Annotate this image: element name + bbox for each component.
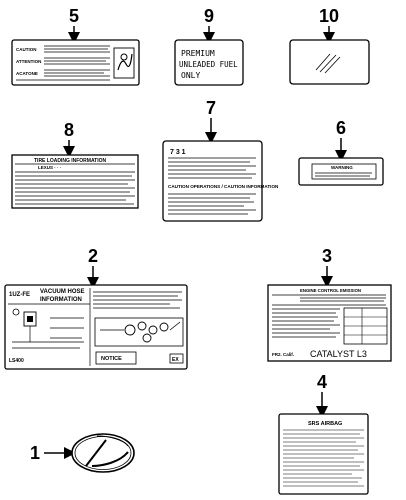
- p2-model-text: LS400: [9, 358, 24, 364]
- p5-attention-text: ATTENTION: [16, 59, 41, 64]
- part-4-airbag-label: 4 SRS AIRBAG: [278, 372, 369, 495]
- part-2-vacuum-hose-label: 2 1UZ-FE VACUUM HOSE INFORMATION: [4, 246, 188, 370]
- callout-8: 8: [64, 120, 74, 140]
- lexus-emblem-icon: [71, 433, 135, 473]
- p7-top-text: 7 3 1: [170, 149, 186, 156]
- callout-3: 3: [322, 246, 332, 266]
- callout-2: 2: [88, 246, 98, 266]
- p8-header-text: TIRE LOADING INFORMATION: [34, 158, 107, 164]
- p2-code-text: 1UZ-FE: [9, 292, 30, 298]
- callout-5: 5: [69, 6, 79, 26]
- p3-catalyst-text: CATALYST L3: [310, 349, 367, 359]
- p5-caution-text: CAUTION: [16, 47, 37, 52]
- callout-7: 7: [206, 98, 216, 118]
- p2-title1-text: VACUUM HOSE: [40, 289, 85, 295]
- part-5-caution-label: 5 CAUTION ATTENTION ACATONE: [11, 6, 140, 86]
- part-6-warning-label: 6 WARNING: [298, 118, 384, 186]
- p2-ex-text: EX: [172, 357, 179, 363]
- callout-10: 10: [319, 6, 339, 26]
- p5-fan-warning-icon: [113, 47, 135, 79]
- part-7-caution-label: 7 7 3 1 CAUTION OPERATIONS / CAUTION INF…: [162, 98, 279, 222]
- part-9-fuel-label: 9 PREMIUM UNLEADED FUEL ONLY: [174, 6, 244, 86]
- callout-4: 4: [317, 372, 327, 392]
- part-1-emblem: 1: [30, 433, 135, 473]
- part-8-tire-label: 8 TIRE LOADING INFORMATION LEXUS · · ·: [11, 120, 139, 209]
- p6-warning-text: WARNING: [331, 165, 353, 170]
- callout-6: 6: [336, 118, 346, 138]
- p3-code-text: FR2. Calif.: [272, 352, 294, 357]
- p8-sub-text: LEXUS · · ·: [38, 165, 61, 170]
- p3-title-text: ENGINE CONTROL EMISSION: [300, 288, 361, 293]
- p9-premium-text: PREMIUM: [181, 49, 215, 58]
- p9-unleaded-text: UNLEADED FUEL: [179, 60, 238, 69]
- p2-hose-routing-diagram: [94, 317, 184, 347]
- p5-advertencia-text: ACATONE: [16, 71, 38, 76]
- p10-glare-lines: [315, 53, 341, 74]
- part-10-blank-label: 10: [289, 6, 370, 85]
- p2-notice-text: NOTICE: [101, 356, 122, 362]
- p9-only-text: ONLY: [181, 71, 200, 80]
- callout-9: 9: [204, 6, 214, 26]
- p4-title-text: SRS AIRBAG: [308, 421, 342, 427]
- p2-title2-text: INFORMATION: [40, 297, 82, 303]
- part-3-emission-label: 3 ENGINE CONTROL EMISSION FR2. Calif. CA…: [267, 246, 392, 362]
- callout-1: 1: [30, 443, 40, 463]
- p7-caution-text: CAUTION OPERATIONS / CAUTION INFORMATION: [168, 184, 279, 189]
- p2-engine-diagram: [12, 308, 84, 349]
